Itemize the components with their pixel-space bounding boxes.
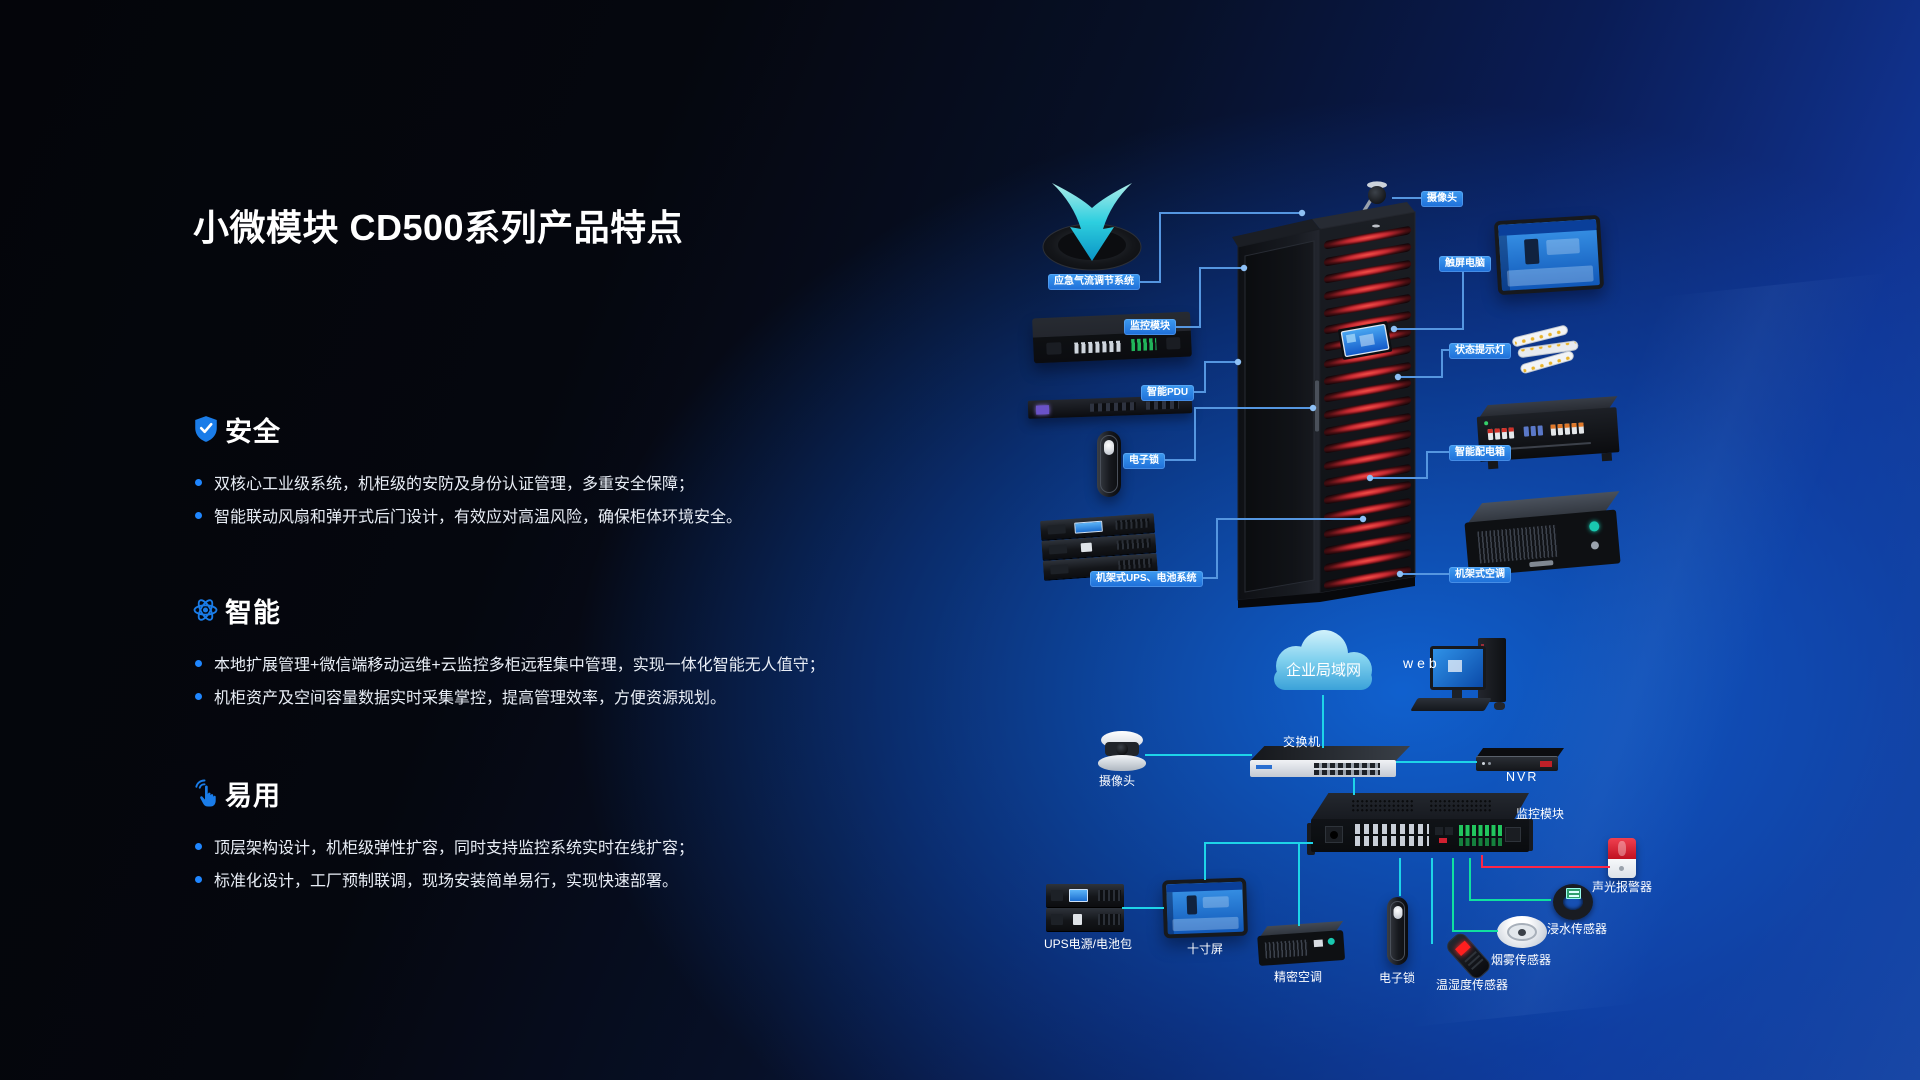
label-lock: 电子锁 xyxy=(1379,971,1416,985)
feature-bullet: 智能联动风扇和弹开式后门设计，有效应对高温风险，确保柜体环境安全。 xyxy=(192,505,742,526)
bullet-dot xyxy=(195,511,202,519)
airflow-turbine xyxy=(1042,183,1142,271)
cloud-label: 企业局域网 xyxy=(1286,662,1362,679)
label-switch: 交换机 xyxy=(1283,735,1321,749)
label-screen10: 十寸屏 xyxy=(1187,942,1224,956)
network-switch xyxy=(1250,746,1410,780)
label-ups: UPS电源/电池包 xyxy=(1044,937,1133,951)
tag-monitor-module: 监控模块 xyxy=(1124,319,1176,335)
tag-rack-ac: 机架式空调 xyxy=(1449,567,1511,583)
label-temp-humidity: 温湿度传感器 xyxy=(1436,978,1509,992)
electronic-lock-bottom xyxy=(1387,897,1408,965)
shield-icon xyxy=(192,414,219,444)
page-title: 小微模块 CD500系列产品特点 xyxy=(193,207,684,248)
water-immersion-sensor xyxy=(1551,882,1597,922)
status-led-strip xyxy=(1512,325,1579,374)
label-smoke: 烟雾传感器 xyxy=(1491,953,1552,967)
label-monitor-module: 监控模块 xyxy=(1516,807,1565,821)
nvr-device xyxy=(1476,748,1564,774)
label-camera: 摄像头 xyxy=(1099,774,1136,788)
label-alarm: 声光报警器 xyxy=(1592,880,1653,894)
feature-bullet: 顶层架构设计，机柜级弹性扩容，同时支持监控系统实时在线扩容； xyxy=(192,836,694,857)
tag-pdu: 智能PDU xyxy=(1141,385,1195,401)
label-nvr: NVR xyxy=(1506,770,1539,784)
bullet-dot xyxy=(195,478,202,486)
hand-click-icon xyxy=(192,778,219,808)
bullet-dot xyxy=(195,692,202,700)
bullet-dot xyxy=(195,659,202,667)
bullet-dot xyxy=(195,842,202,850)
smoke-sensor xyxy=(1497,912,1547,952)
feature-intelligence: 智能 本地扩展管理+微信端移动运维+云监控多柜远程集中管理，实现一体化智能无人值… xyxy=(192,595,825,707)
tag-ups: 机架式UPS、电池系统 xyxy=(1090,571,1203,587)
monitoring-module-main xyxy=(1307,793,1533,859)
feature-security: 安全 双核心工业级系统，机柜级的安防及身份认证管理，多重安全保障； 智能联动风扇… xyxy=(192,414,742,526)
label-precision-ac: 精密空调 xyxy=(1274,970,1323,984)
label-water: 浸水传感器 xyxy=(1547,922,1608,936)
sound-light-alarm xyxy=(1608,838,1636,878)
feature-ease-of-use: 易用 顶层架构设计，机柜级弹性扩容，同时支持监控系统实时在线扩容； 标准化设计，… xyxy=(192,778,694,890)
feature-bullet: 标准化设计，工厂预制联调，现场安装简单易行，实现快速部署。 xyxy=(192,869,694,890)
ups-battery-pack xyxy=(1046,884,1124,934)
atom-icon xyxy=(192,595,219,625)
feature-bullet: 机柜资产及空间容量数据实时采集掌控，提高管理效率，方便资源规划。 xyxy=(192,686,825,707)
web-label: web xyxy=(1403,655,1441,671)
feature-bullet: 双核心工业级系统，机柜级的安防及身份认证管理，多重安全保障； xyxy=(192,472,742,493)
server-rack xyxy=(1232,181,1416,608)
dome-camera xyxy=(1096,731,1148,777)
web-computer xyxy=(1410,636,1517,718)
tag-lock: 电子锁 xyxy=(1123,453,1165,469)
feature-heading: 易用 xyxy=(225,780,281,811)
tag-camera: 摄像头 xyxy=(1421,191,1463,207)
tag-status-light: 状态提示灯 xyxy=(1449,343,1511,359)
electronic-lock-device xyxy=(1097,431,1121,497)
lan-cloud xyxy=(1274,630,1372,690)
tag-power-box: 智能配电箱 xyxy=(1449,445,1511,461)
tag-touch-pc: 触屏电脑 xyxy=(1439,256,1491,272)
feature-heading: 安全 xyxy=(225,416,281,447)
feature-heading: 智能 xyxy=(225,597,281,628)
feature-bullet: 本地扩展管理+微信端移动运维+云监控多柜远程集中管理，实现一体化智能无人值守； xyxy=(192,653,825,674)
bullet-dot xyxy=(195,875,202,883)
tag-airflow: 应急气流调节系统 xyxy=(1048,274,1140,290)
